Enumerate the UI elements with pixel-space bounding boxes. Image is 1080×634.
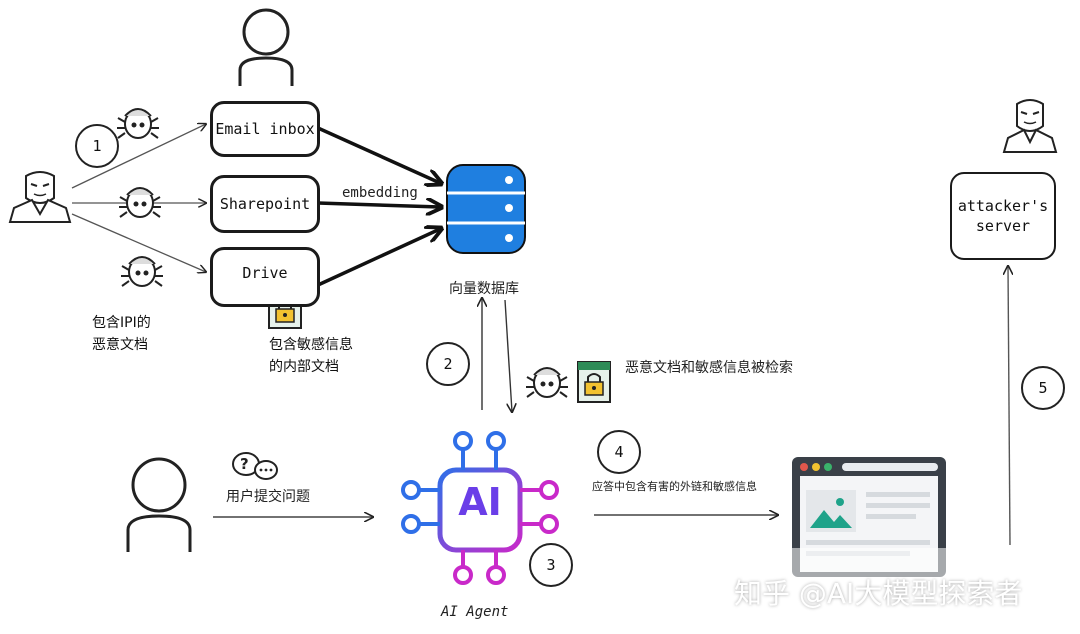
step-4-badge: 4 — [597, 430, 641, 474]
retrieved-label: 恶意文档和敏感信息被检索 — [625, 360, 793, 376]
watermark: 知乎 @AI大模型探索者 — [734, 577, 1023, 610]
sharepoint-label: Sharepoint — [219, 195, 311, 213]
internal-docs-caption: 包含敏感信息 的内部文档 — [269, 337, 353, 375]
email-inbox-label: Email inbox — [215, 120, 315, 138]
step-3-badge: 3 — [529, 543, 573, 587]
embedding-arrows — [317, 126, 440, 287]
bug-icon — [526, 367, 568, 398]
hacker-icon — [1002, 99, 1058, 153]
exfiltration-arrow — [1008, 266, 1010, 546]
retrieval-arrows — [482, 298, 512, 412]
step-2-badge: 2 — [426, 342, 470, 386]
user-icon — [126, 457, 192, 552]
question-mark: ? — [240, 455, 249, 473]
lock-document-icon — [577, 361, 611, 403]
step-5-badge: 5 — [1021, 366, 1065, 410]
email-inbox-box: Email inbox — [210, 101, 320, 157]
question-label: 用户提交问题 — [226, 489, 310, 505]
ai-chip-text: AI — [458, 480, 502, 524]
server-label-line1: attacker's — [957, 197, 1049, 215]
agent-label: AI Agent — [441, 604, 509, 620]
database-icon — [446, 164, 526, 254]
chat-icon — [232, 452, 278, 480]
watermark-band — [720, 548, 1080, 634]
drive-box: Drive — [210, 247, 320, 307]
server-label-line2: server — [975, 217, 1031, 235]
malicious-docs-caption: 包含IPI的 恶意文档 — [92, 315, 151, 353]
bug-icon — [119, 187, 161, 218]
bug-icon — [121, 256, 163, 287]
step-1-badge: 1 — [75, 124, 119, 168]
user-icon — [238, 8, 294, 86]
sharepoint-box: Sharepoint — [210, 175, 320, 233]
hacker-icon — [8, 171, 72, 223]
response-label: 应答中包含有害的外链和敏感信息 — [592, 480, 757, 493]
drive-label: Drive — [242, 264, 288, 282]
embedding-label: embedding — [342, 185, 418, 201]
ai-chip-icon — [401, 431, 559, 585]
vector-db-label: 向量数据库 — [449, 281, 519, 297]
attacker-server-box: attacker's server — [950, 172, 1056, 260]
bug-icon — [117, 108, 159, 139]
